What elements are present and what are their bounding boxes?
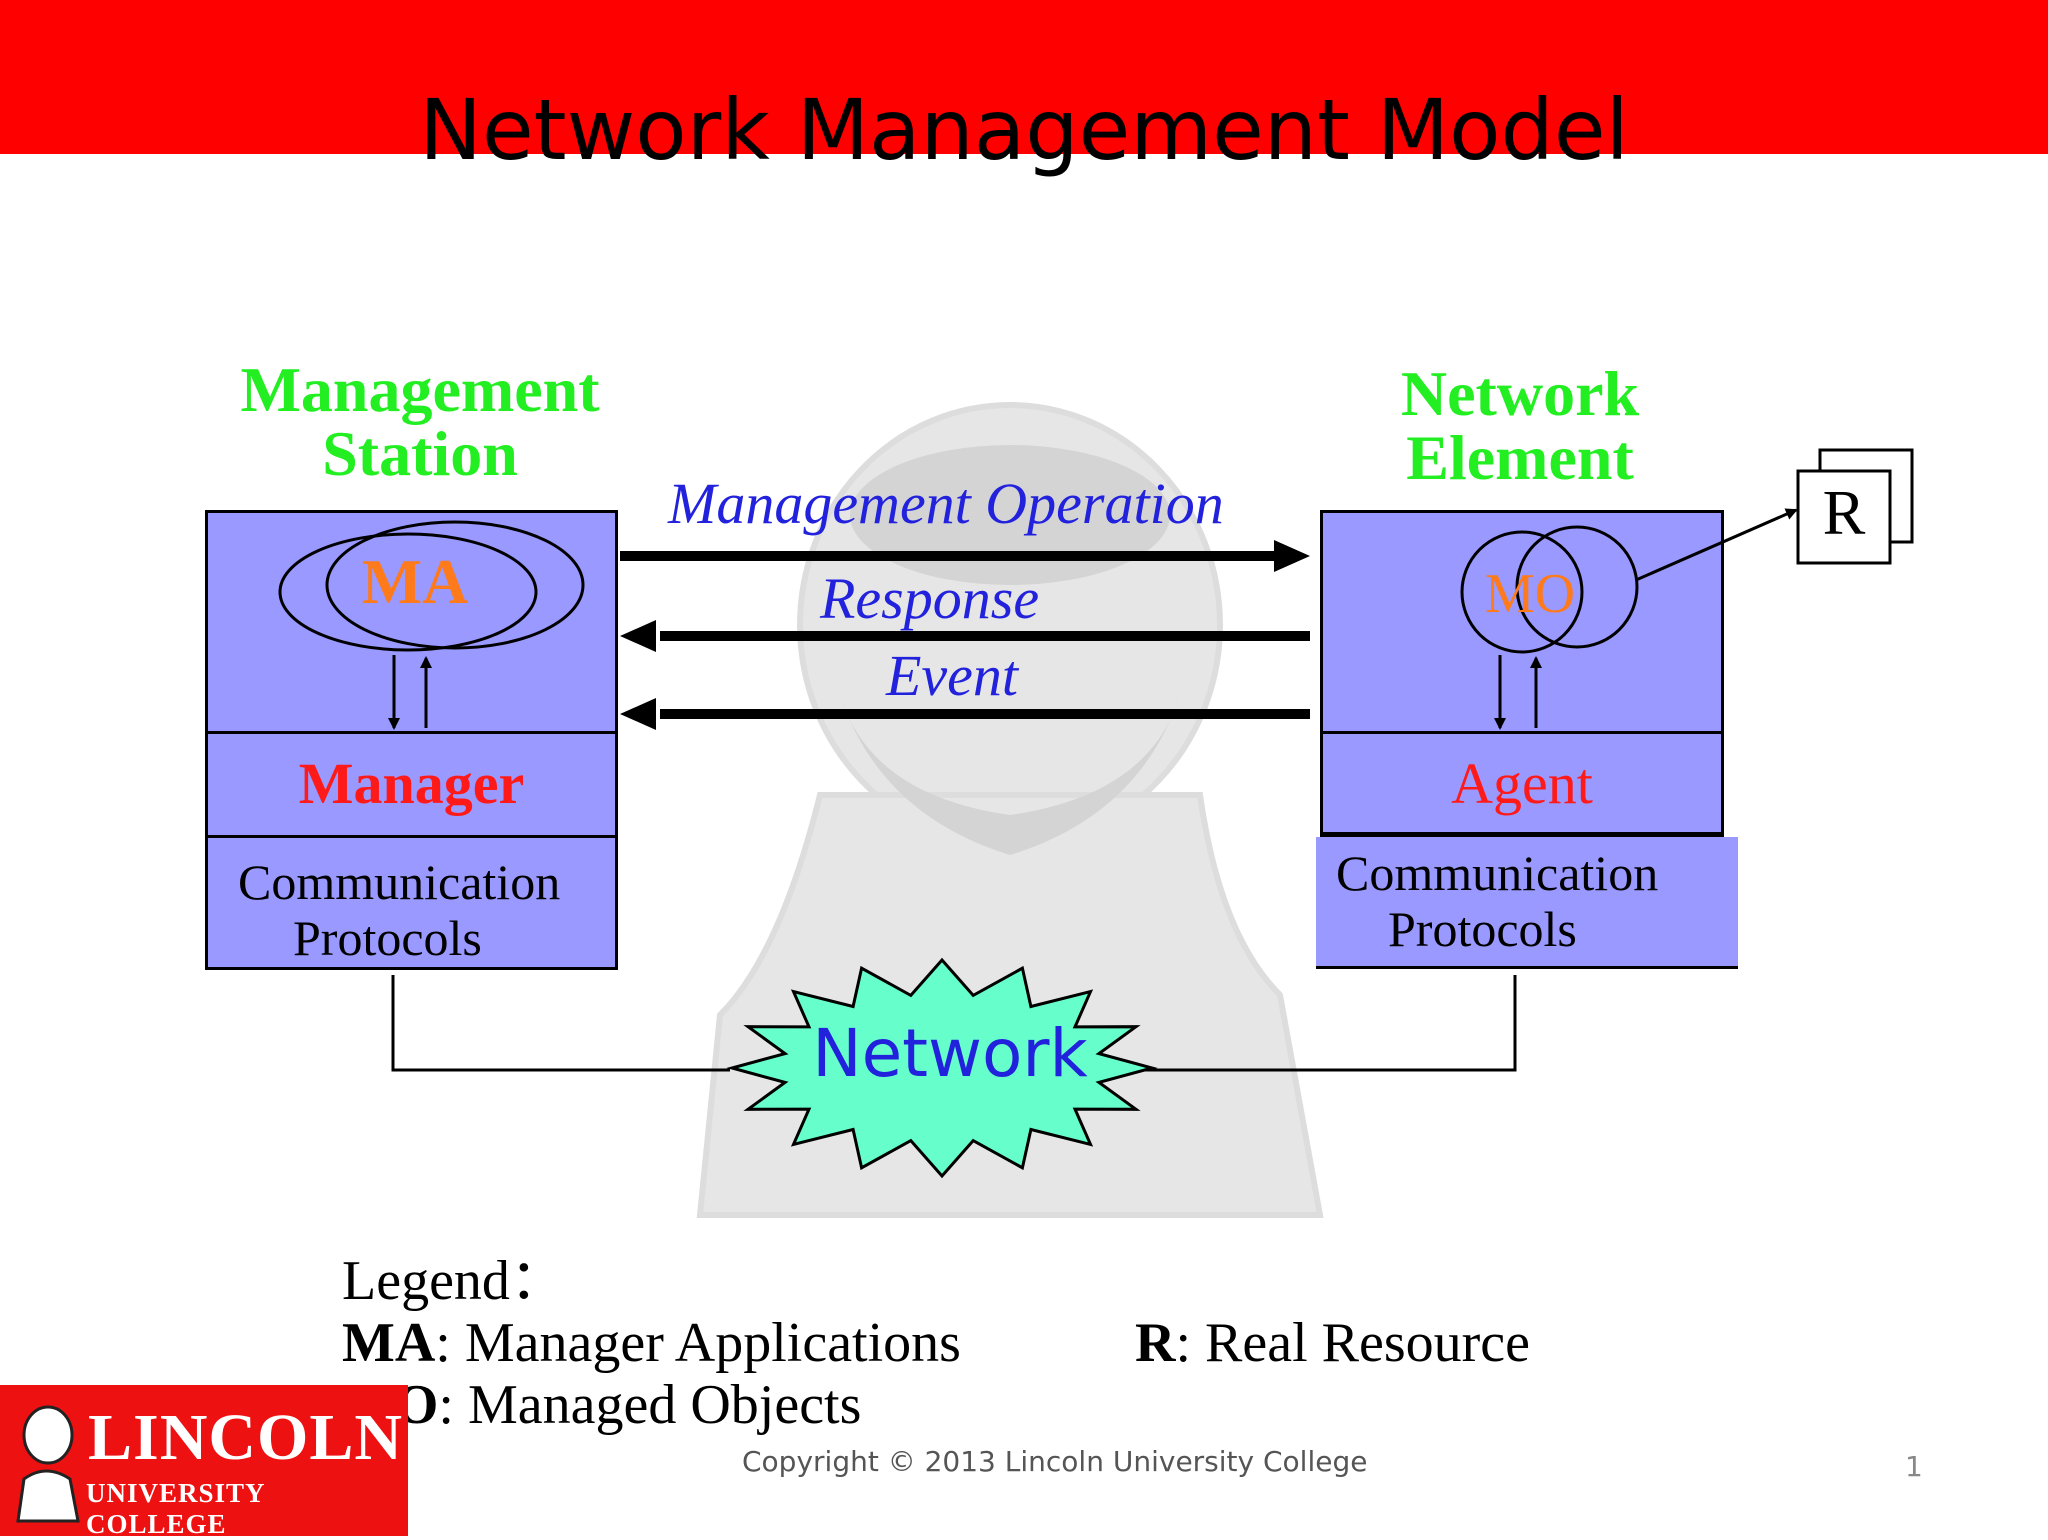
- lincoln-logo: LINCOLN UNIVERSITY COLLEGE: [0, 1385, 408, 1539]
- page-title: Network Management Model: [419, 81, 1629, 179]
- network-label: Network: [812, 1015, 1088, 1092]
- response-arrowhead: [620, 620, 656, 652]
- legend-desc: : Manager Applications: [435, 1312, 961, 1374]
- protocols-line: Communication: [238, 854, 561, 910]
- element-protocols-panel: Communication Protocols: [1316, 837, 1738, 969]
- logo-name: LINCOLN: [88, 1401, 404, 1474]
- protocols-line: Communication: [1336, 845, 1659, 901]
- mo-to-resource-arrow: [1635, 508, 1798, 582]
- agent-label: Agent: [1451, 751, 1593, 816]
- legend: Legend： MA: Manager Applications MO: Man…: [342, 1250, 961, 1436]
- element-network-line: [1145, 975, 1517, 1072]
- heading-line: Network: [1400, 358, 1640, 429]
- resource-label: R: [1822, 477, 1866, 548]
- network-starburst: [726, 957, 1158, 1179]
- agent-panel: Agent: [1320, 731, 1724, 837]
- operation-arrowhead: [1274, 540, 1310, 572]
- ma-ellipse-back: [325, 520, 585, 650]
- ma-ellipse-front: [278, 532, 538, 652]
- station-protocols-panel: Communication Protocols: [205, 835, 618, 970]
- heading-line: Station: [322, 418, 518, 489]
- slide-number: 1: [1905, 1450, 1923, 1483]
- event-arrowhead: [620, 698, 656, 730]
- management-station-heading: Management Station: [200, 358, 640, 486]
- legend-abbr: MA: [342, 1312, 436, 1374]
- legend-item-ma: MA: Manager Applications: [342, 1312, 961, 1374]
- copyright-text: Copyright © 2013 Lincoln University Coll…: [742, 1445, 1368, 1478]
- mo-circle-back: [1515, 525, 1639, 649]
- protocols-text: Communication Protocols: [1316, 837, 1738, 957]
- ma-label: MA: [361, 546, 469, 617]
- event-label: Event: [886, 643, 1019, 708]
- manager-label: Manager: [298, 751, 525, 816]
- logo-subtitle: UNIVERSITY COLLEGE: [86, 1478, 265, 1539]
- mo-label: MO: [1484, 563, 1576, 625]
- resource-box-front: [1796, 469, 1892, 565]
- legend-title: Legend：: [342, 1250, 566, 1312]
- mo-panel: [1320, 510, 1724, 734]
- network-element-heading: Network Element: [1320, 362, 1720, 490]
- protocols-line: Protocols: [293, 910, 482, 966]
- legend-desc: : Real Resource: [1175, 1312, 1530, 1374]
- manager-panel: Manager: [205, 731, 618, 838]
- protocols-text: Communication Protocols: [208, 838, 615, 966]
- station-network-line: [391, 975, 730, 1072]
- heading-line: Element: [1406, 422, 1634, 493]
- operation-label: Management Operation: [668, 471, 1224, 536]
- logo-bust-icon: [16, 1405, 80, 1523]
- legend-item-r: R: Real Resource: [1135, 1312, 1530, 1374]
- legend-desc: : Managed Objects: [438, 1374, 862, 1436]
- legend-item-mo: MO: Managed Objects: [342, 1374, 961, 1436]
- heading-line: Management: [240, 354, 600, 425]
- mo-circle-front: [1460, 530, 1584, 654]
- legend-abbr: R: [1135, 1312, 1176, 1374]
- title-bar: [0, 0, 2048, 154]
- ma-panel: [205, 510, 618, 734]
- protocols-line: Protocols: [1388, 901, 1577, 957]
- response-label: Response: [820, 566, 1040, 631]
